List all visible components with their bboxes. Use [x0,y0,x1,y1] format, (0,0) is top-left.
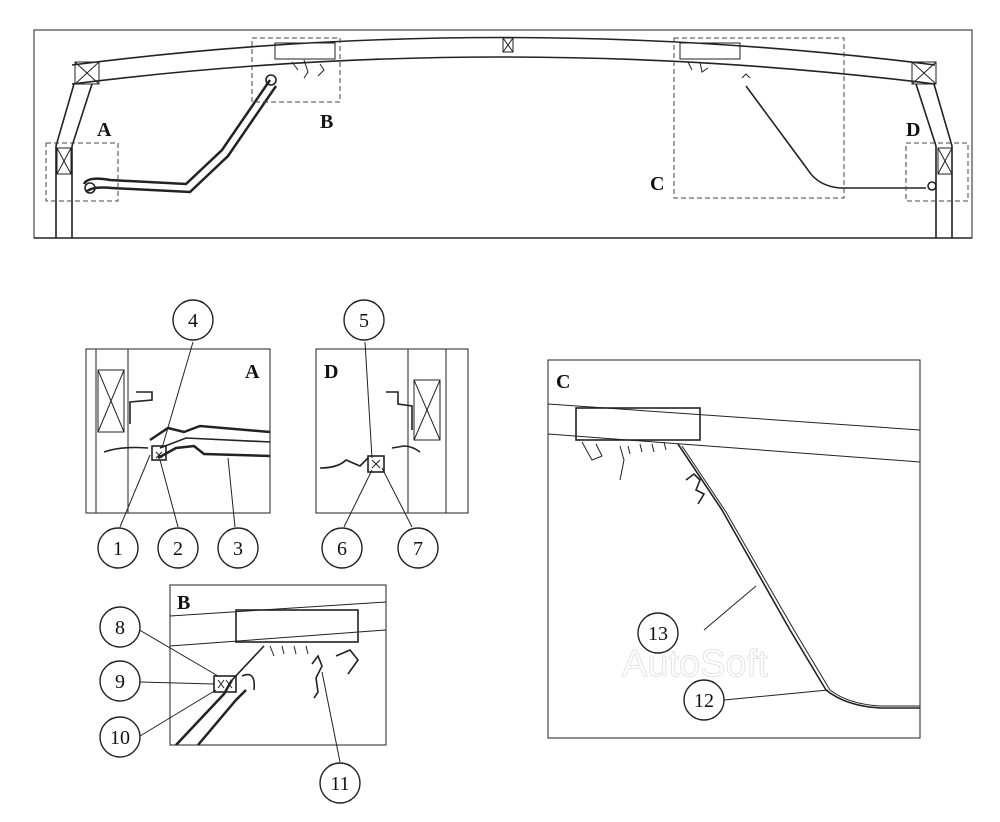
zone-A-box [45,142,119,202]
callout-9 [99,660,141,702]
detail-D-frame [315,348,469,514]
detail-D-title: D [324,361,338,383]
detail-B-headliner-top [175,679,234,746]
zone-D-box [905,142,969,202]
detail-C-frame [547,359,921,739]
headliner-left-bottom [85,85,278,194]
left-pillar-outer [55,83,75,238]
zone-C-box [673,37,845,199]
detail-D-headliner [319,457,369,469]
callout-7 [397,527,439,569]
callout-5 [343,299,385,341]
zone-label-B: B [320,111,333,133]
headliner-right [745,85,926,189]
roof-bow-outer [71,36,936,66]
callout-8-label: 8 [115,617,125,639]
callout-3 [217,527,259,569]
callout-10 [99,716,141,758]
right-pillar-outer [933,83,953,238]
callout-6 [321,527,363,569]
detail-C-title: C [556,371,570,393]
callout-1-label: 1 [113,538,123,560]
right-corner-joint [911,61,937,85]
detail-D-panel: D 5 6 7 [315,299,469,569]
headliner-left-top [82,79,272,186]
callout-1 [97,527,139,569]
detail-B-headliner-bottom [197,689,247,746]
detail-C-panel: C 13 12 AutoSoft [547,359,921,739]
left-pillar-inner [71,83,93,238]
zone-B-box [251,37,341,103]
detail-C-headliner-top [677,443,920,709]
callout-9-label: 9 [115,671,125,693]
callout-11 [319,762,361,804]
callout-5-label: 5 [359,310,369,332]
detail-A-title: A [245,361,260,383]
callout-13-label: 13 [648,623,668,645]
callout-6-label: 6 [337,538,347,560]
detail-A-panel: A 4 1 2 3 [85,299,271,569]
callout-10-label: 10 [110,727,130,749]
left-corner-joint [74,61,100,85]
callout-2 [157,527,199,569]
callout-12 [683,679,725,721]
zone-label-D: D [906,119,920,141]
callout-11-label: 11 [330,773,349,795]
detail-A-headliner-top [149,424,271,442]
roof-bow-inner [71,56,936,85]
overview-cross-section: A B C D [33,29,973,239]
callout-2-label: 2 [173,538,183,560]
callout-12-label: 12 [694,690,714,712]
detail-B-title: B [177,592,190,614]
detail-B-frame [169,584,387,746]
callout-4 [172,299,214,341]
detail-B-panel: B 8 9 10 11 [99,584,387,804]
overview-frame [33,29,973,239]
watermark-text: AutoSoft [622,643,768,685]
callout-7-label: 7 [413,538,423,560]
right-pillar-inner [915,83,937,238]
detail-C-roof-rail [575,407,701,441]
detail-B-roof-rail [235,609,359,643]
roof-center-joint [502,37,514,53]
callout-3-label: 3 [233,538,243,560]
zone-label-A: A [97,119,112,141]
callout-4-label: 4 [188,310,198,332]
callout-8 [99,606,141,648]
callout-13 [637,612,679,654]
zone-label-C: C [650,173,664,195]
detail-A-headliner-bottom [157,444,271,460]
detail-C-headliner-bottom [681,445,920,707]
